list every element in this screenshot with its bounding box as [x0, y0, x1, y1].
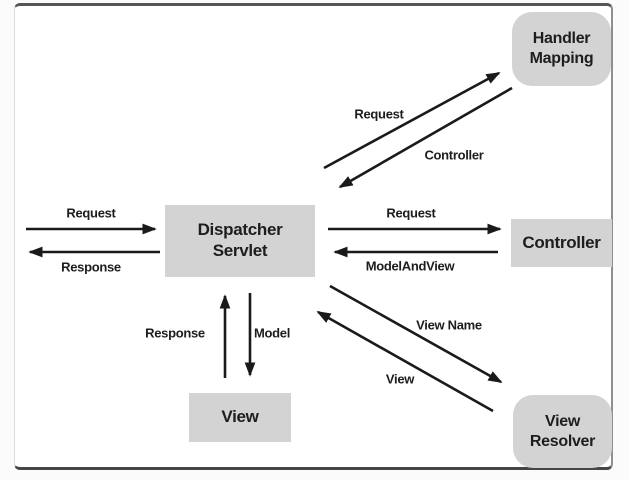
- edge-label-view: View: [385, 371, 415, 387]
- node-view-resolver-label-line1: View: [545, 412, 580, 430]
- edge-label-view-model: Model: [253, 325, 291, 341]
- node-controller-label: Controller: [522, 232, 601, 252]
- node-handler-mapping: Handler Mapping: [512, 12, 611, 86]
- node-handler-mapping-label-line1: Handler: [532, 30, 591, 48]
- edge-label-client-response: Response: [61, 259, 121, 275]
- node-view-resolver: View Resolver: [513, 395, 612, 468]
- node-view: View: [189, 393, 291, 442]
- edge-label-handler-mapping-request: Request: [354, 106, 404, 122]
- edge-label-modelandview: ModelAndView: [365, 258, 455, 274]
- edge-label-handler-mapping-controller: Controller: [424, 147, 484, 163]
- node-handler-mapping-label-line2: Mapping: [529, 50, 594, 67]
- node-controller: Controller: [511, 219, 612, 267]
- node-dispatcher-servlet-label-line2: Servlet: [212, 241, 268, 260]
- node-dispatcher-servlet-label-line1: Dispatcher: [197, 220, 283, 240]
- node-view-label: View: [221, 407, 259, 427]
- edge-label-view-name: View Name: [416, 317, 482, 333]
- edge-label-view-response: Response: [145, 325, 205, 341]
- edge-label-controller-request: Request: [386, 205, 436, 221]
- edge-label-client-request: Request: [66, 205, 116, 221]
- node-dispatcher-servlet: Dispatcher Servlet: [165, 205, 315, 277]
- node-view-resolver-label-line2: Resolver: [529, 432, 596, 450]
